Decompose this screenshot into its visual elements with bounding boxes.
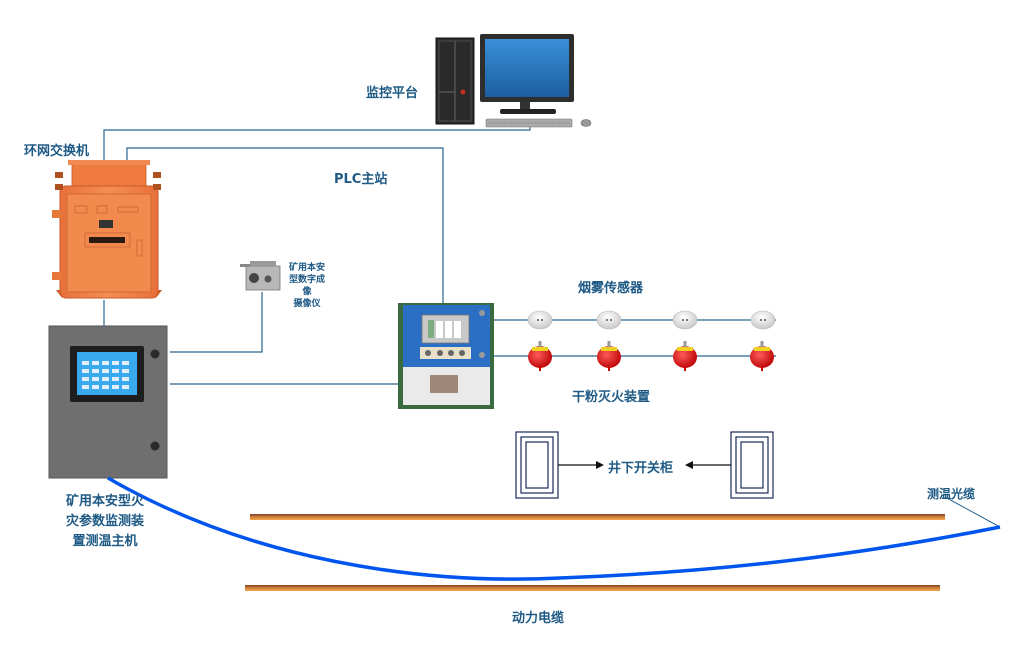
link-host-camera [170,292,263,353]
mouse [580,119,592,127]
label-host-line-2: 灾参数监测装 [65,514,144,529]
ring-switch-device [52,160,162,299]
lens [249,273,259,283]
smoke-sensor [750,310,776,330]
power-cable-upper [250,514,945,520]
label-ring-switch: 环网交换机 [24,144,90,159]
smoke-sensor [596,310,622,330]
extinguisher [673,341,697,371]
connector-lines [103,125,1001,528]
extinguisher [750,341,774,371]
workstation [435,34,592,128]
label-smoke-sensor: 烟雾传感器 [578,281,644,296]
plc-device [398,303,494,409]
label-dry-powder: 干粉灭火装置 [572,390,651,405]
label-host-line-1: 矿用本安型火 [65,494,144,509]
viewing-window [84,232,131,248]
switch-cabinet-right [730,431,774,499]
cable-gland-top [150,349,160,359]
camera-device [240,261,281,291]
label-temp-fiber: 测温光缆 [927,487,976,501]
arrowhead-left-icon [685,461,693,469]
extinguisher [528,341,552,371]
link-switch-workstation [103,125,531,162]
link-switch-plc [126,147,444,305]
power-cable-lower [245,585,940,591]
plc-nameplate [430,375,458,393]
power-cables [245,514,945,591]
extinguisher [597,341,621,371]
cable-gland-bottom [150,441,160,451]
smoke-sensor [672,310,698,330]
label-host-line-3: 置测温主机 [72,534,138,549]
label-camera: 矿用本安 型数字成像 摄像仪 [285,262,329,310]
host-device [48,325,168,479]
power-button-icon [460,89,466,95]
label-camera-line-1: 矿用本安 [288,263,325,273]
nameplate [99,220,113,228]
temperature-fiber [107,476,1001,581]
monitor-screen [485,39,569,97]
label-plc-master: PLC主站 [334,172,388,187]
arrowhead-right-icon [596,461,604,469]
extinguishers [528,341,774,371]
label-camera-line-2: 型数字成像 [288,275,325,297]
host-screen-buttons [82,361,129,389]
label-camera-line-3: 摄像仪 [293,299,321,309]
label-power-cable: 动力电缆 [512,611,565,626]
switch-cabinets [515,431,774,499]
link-fiber-label [944,496,1001,528]
label-switch-cabinet: 井下开关柜 [608,461,674,476]
switch-cabinet-left [515,431,559,499]
label-host: 矿用本安型火 灾参数监测装 置测温主机 [50,492,160,552]
smoke-sensor [527,310,553,330]
smoke-sensors [527,310,776,330]
label-monitor-platform: 监控平台 [366,86,419,101]
